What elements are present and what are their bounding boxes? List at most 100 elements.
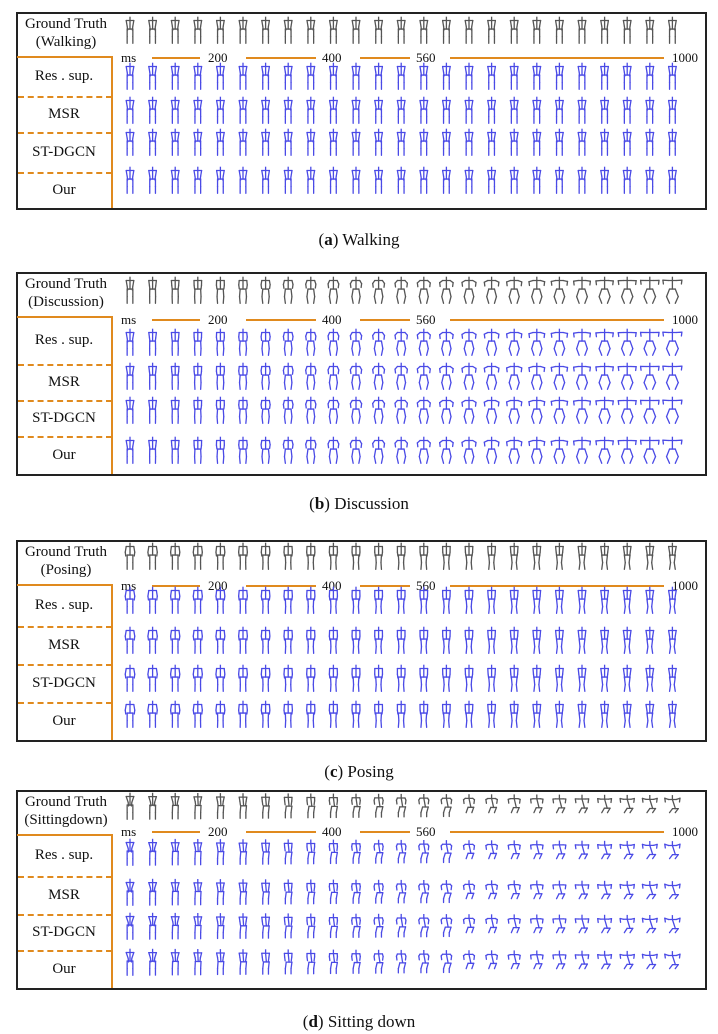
predicted-skeleton <box>441 96 451 124</box>
ground-truth-skeleton <box>462 794 476 814</box>
axis-label-ms: ms <box>121 312 137 327</box>
method-label-1: MSR <box>48 887 80 903</box>
predicted-skeleton <box>328 586 339 614</box>
predicted-skeleton <box>667 626 677 654</box>
predicted-skeleton <box>617 436 637 464</box>
caption-text: Discussion <box>334 494 409 513</box>
predicted-skeleton <box>124 586 136 614</box>
predicted-skeleton <box>487 128 497 156</box>
predicted-skeleton <box>509 128 519 156</box>
ground-truth-label-line1: Ground Truth <box>24 276 108 292</box>
predicted-skeleton <box>550 328 569 356</box>
predicted-skeleton <box>193 328 203 356</box>
predicted-skeleton <box>532 166 542 194</box>
predicted-sequence-1 <box>125 878 681 906</box>
ground-truth-skeleton <box>282 276 294 304</box>
predicted-skeleton <box>215 700 226 728</box>
predicted-skeleton <box>441 62 451 90</box>
ground-truth-skeleton <box>260 276 271 304</box>
predicted-skeleton <box>483 396 500 424</box>
predicted-skeleton <box>215 626 226 654</box>
ground-truth-skeleton <box>416 276 431 304</box>
predicted-skeleton <box>283 626 294 654</box>
predicted-sequence-1 <box>124 626 677 654</box>
predicted-skeleton <box>351 586 361 614</box>
predicted-skeleton <box>238 128 248 156</box>
predicted-skeleton <box>148 838 158 866</box>
predicted-skeleton <box>260 586 271 614</box>
predicted-skeleton <box>554 166 564 194</box>
predicted-skeleton <box>148 396 158 424</box>
predicted-skeleton <box>418 840 430 864</box>
predicted-skeleton <box>572 436 592 464</box>
predicted-skeleton <box>351 626 361 654</box>
predicted-skeleton <box>283 128 293 156</box>
predicted-skeleton <box>509 586 519 614</box>
ground-truth-skeleton <box>572 276 592 304</box>
ground-truth-skeleton <box>619 794 635 814</box>
axis-tick-400: 400 <box>322 824 342 839</box>
ground-truth-skeleton <box>622 16 632 44</box>
ground-truth-skeleton <box>215 793 225 820</box>
predicted-skeleton <box>215 664 226 692</box>
predicted-skeleton <box>645 700 655 728</box>
predicted-sequence-2 <box>124 664 677 692</box>
predicted-skeleton <box>572 362 592 390</box>
predicted-skeleton <box>238 436 248 464</box>
ground-truth-label-line1: Ground Truth <box>24 16 108 32</box>
predicted-skeleton <box>374 626 384 654</box>
predicted-sequence-1 <box>125 96 677 124</box>
predicted-skeleton <box>662 328 683 356</box>
predicted-skeleton <box>374 664 384 692</box>
predicted-skeleton <box>622 128 632 156</box>
predicted-skeleton <box>170 436 180 464</box>
ground-truth-skeleton <box>461 276 477 304</box>
ground-truth-skeleton <box>440 794 453 818</box>
predicted-skeleton <box>170 328 180 356</box>
predicted-skeleton <box>215 128 225 156</box>
caption-letter: c <box>329 762 338 781</box>
predicted-skeleton <box>215 328 226 356</box>
predicted-skeleton <box>394 436 409 464</box>
method-separator <box>18 950 112 952</box>
predicted-skeleton <box>419 700 429 728</box>
predicted-skeleton <box>645 128 655 156</box>
predicted-skeleton <box>148 328 158 356</box>
predicted-skeleton <box>667 166 677 194</box>
predicted-skeleton <box>664 881 681 900</box>
method-separator <box>18 664 112 666</box>
predicted-skeleton <box>600 96 610 124</box>
method-label-3: Our <box>52 182 76 198</box>
predicted-skeleton <box>462 950 476 970</box>
ground-truth-skeleton <box>483 276 500 304</box>
ground-truth-skeleton <box>600 16 610 44</box>
predicted-skeleton <box>238 879 248 905</box>
axis-tick-400: 400 <box>322 578 342 593</box>
method-label-0: Res . sup. <box>34 68 94 84</box>
ground-truth-sequence <box>125 276 683 304</box>
predicted-skeleton <box>215 949 225 976</box>
predicted-skeleton <box>193 839 203 866</box>
time-axis-segment <box>246 585 316 587</box>
predicted-skeleton <box>306 913 316 939</box>
predicted-skeleton <box>550 362 569 390</box>
predicted-skeleton <box>238 166 248 194</box>
method-separator <box>18 702 112 704</box>
method-separator <box>18 400 112 402</box>
predicted-skeleton <box>418 880 430 904</box>
caption-text: Posing <box>347 762 394 781</box>
predicted-skeleton <box>572 328 592 356</box>
predicted-skeleton <box>554 626 564 654</box>
predicted-skeleton <box>125 362 135 390</box>
ground-truth-skeleton <box>395 793 407 818</box>
predicted-skeleton <box>125 396 135 424</box>
method-label-3: Our <box>52 713 76 729</box>
predicted-skeleton <box>349 436 363 464</box>
predicted-skeleton <box>600 166 610 194</box>
time-axis-segment <box>360 319 410 321</box>
predicted-skeleton <box>617 362 637 390</box>
ground-truth-skeleton <box>351 793 361 818</box>
predicted-skeleton <box>528 436 546 464</box>
caption-letter: b <box>314 494 325 513</box>
